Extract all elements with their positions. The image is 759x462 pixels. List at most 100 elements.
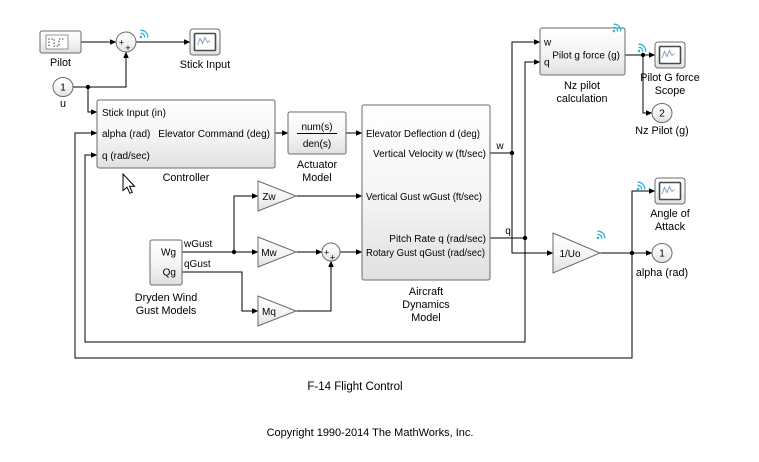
sum-plus-bottom: + [330, 253, 335, 263]
block-pilot-g-force-scope[interactable]: Pilot G force Scope [640, 41, 700, 97]
outport-nz-pilot[interactable]: 2 Nz Pilot (g) [635, 103, 689, 138]
scope-screen [658, 181, 682, 201]
signal-wires [73, 39, 656, 359]
wireless-icon[interactable] [594, 230, 607, 243]
nz-out-gforce: Pilot g force (g) [552, 51, 620, 62]
block-aircraft-dynamics[interactable]: Elevator Deflection d (deg) Vertical Vel… [361, 104, 491, 324]
square-wave-icon [48, 38, 64, 47]
wireless-arc [638, 43, 647, 52]
block-label-actuator-1: Actuator [297, 159, 338, 171]
block-gain-uo[interactable]: 1/Uo [552, 232, 602, 274]
wire-mq-to-sum[interactable] [296, 260, 334, 312]
gain-value-mq: Mq [262, 307, 276, 318]
wireless-icon[interactable] [137, 29, 150, 42]
gain-value-zw: Zw [262, 192, 276, 203]
branch-dot [640, 52, 646, 58]
block-label-actuator-2: Model [302, 172, 331, 184]
block-sum-gust[interactable]: + + [321, 242, 341, 263]
block-angle-of-attack-scope[interactable]: Angle of Attack [650, 177, 691, 233]
scope-trace [197, 36, 211, 46]
wire-u-to-sum[interactable] [88, 51, 129, 88]
block-sum-stick[interactable]: + + [115, 31, 137, 53]
wireless-icon[interactable] [610, 23, 623, 36]
wireless-arc [597, 233, 603, 239]
controller-body[interactable] [96, 99, 276, 169]
branch-dot [509, 150, 515, 156]
block-label-stick-input: Stick Input [180, 59, 230, 71]
sum-plus-left: + [119, 38, 124, 48]
wireless-arc [613, 26, 619, 32]
scope-screen [193, 32, 217, 52]
port-number: 2 [659, 109, 665, 120]
block-stick-input-scope[interactable]: Stick Input [180, 28, 230, 71]
dryden-body[interactable] [149, 239, 183, 286]
wire-nz-to-outport[interactable] [642, 55, 653, 116]
aircraft-in-qgust: Rotary Gust qGust (rad/sec) [366, 248, 485, 259]
branch-dot [85, 84, 91, 90]
aircraft-body[interactable] [361, 104, 491, 281]
wireless-icon[interactable] [634, 181, 647, 194]
block-gain-mq[interactable]: Mq [257, 295, 298, 327]
model-title-annotation[interactable]: F-14 Flight Control [307, 381, 402, 393]
wire-wgust-to-zw[interactable] [233, 193, 259, 252]
wireless-arc [637, 184, 643, 190]
branch-dot [231, 249, 237, 255]
gain-triangle[interactable] [552, 232, 602, 274]
gain-value-mw: Mw [261, 248, 277, 259]
block-label-aoa-1: Angle of [650, 208, 691, 220]
aircraft-out-q: Pitch Rate q (rad/sec) [389, 234, 486, 245]
dryden-out-wg: Wg [161, 248, 176, 259]
wireless-arc [140, 32, 146, 38]
wire-u-to-controller[interactable] [87, 87, 98, 115]
outport-circle[interactable] [651, 243, 673, 263]
outport-circle[interactable] [651, 103, 673, 123]
wire-alpha-to-aoa-scope[interactable] [631, 188, 656, 253]
block-controller[interactable]: Stick Input (in) alpha (rad) q (rad/sec)… [96, 99, 276, 184]
block-label-aircraft-3: Model [411, 312, 440, 324]
block-gain-zw[interactable]: Zw [257, 180, 298, 212]
gain-triangle[interactable] [257, 236, 298, 268]
copyright-annotation[interactable]: Copyright 1990-2014 The MathWorks, Inc. [267, 427, 474, 439]
wireless-dot [636, 187, 640, 191]
wireless-arc [638, 46, 644, 52]
gain-triangle[interactable] [257, 295, 298, 327]
nz-body[interactable] [539, 27, 626, 76]
wire-alpha-feedback-to-controller[interactable] [74, 130, 633, 359]
block-nz-pilot-calculation[interactable]: w q Pilot g force (g) Nz pilot calculati… [539, 27, 626, 105]
wireless-arc [597, 230, 606, 239]
outport-alpha[interactable]: 1 alpha (rad) [636, 243, 688, 280]
wireless-arc [140, 29, 149, 38]
wireless-icon[interactable] [635, 43, 648, 56]
controller-out-elevator: Elevator Command (deg) [158, 129, 270, 140]
nz-in-w: w [543, 38, 552, 49]
block-label-nz-1: Nz pilot [564, 80, 600, 92]
wire-qgust-to-mq[interactable] [182, 271, 259, 314]
sum-circle[interactable] [321, 242, 341, 262]
wireless-dot [596, 236, 600, 240]
block-gain-mw[interactable]: Mw [257, 236, 298, 268]
block-label-aircraft-2: Dynamics [402, 299, 450, 311]
inport-circle[interactable] [52, 77, 74, 97]
block-pilot[interactable]: Pilot [39, 30, 82, 69]
block-label-pgf-2: Scope [655, 85, 686, 97]
actuator-denominator: den(s) [303, 139, 331, 150]
block-label-nz-2: calculation [556, 93, 607, 105]
inport-u[interactable]: 1 u [52, 77, 74, 111]
block-label-dryden-2: Gust Models [136, 305, 197, 317]
nz-in-q: q [544, 58, 550, 69]
controller-in-stick: Stick Input (in) [102, 108, 166, 119]
wire-w-to-nz[interactable] [511, 39, 541, 153]
wire-q-feedback-to-controller[interactable] [84, 152, 526, 343]
branch-dot [629, 250, 635, 256]
block-dryden-wind-gust[interactable]: Wg Qg Dryden Wind Gust Models [135, 239, 197, 317]
sum-circle[interactable] [115, 31, 137, 53]
wire-w-to-uo-gain[interactable] [511, 153, 554, 256]
gain-triangle[interactable] [257, 180, 298, 212]
wire-q-to-nz[interactable] [524, 59, 541, 238]
mouse-cursor [122, 172, 136, 195]
block-actuator-model[interactable]: num(s) den(s) Actuator Model [287, 111, 347, 184]
signal-label-wgust: wGust [183, 239, 213, 250]
block-label-nz-pilot-g: Nz Pilot (g) [635, 125, 688, 137]
wireless-dot [139, 35, 143, 39]
